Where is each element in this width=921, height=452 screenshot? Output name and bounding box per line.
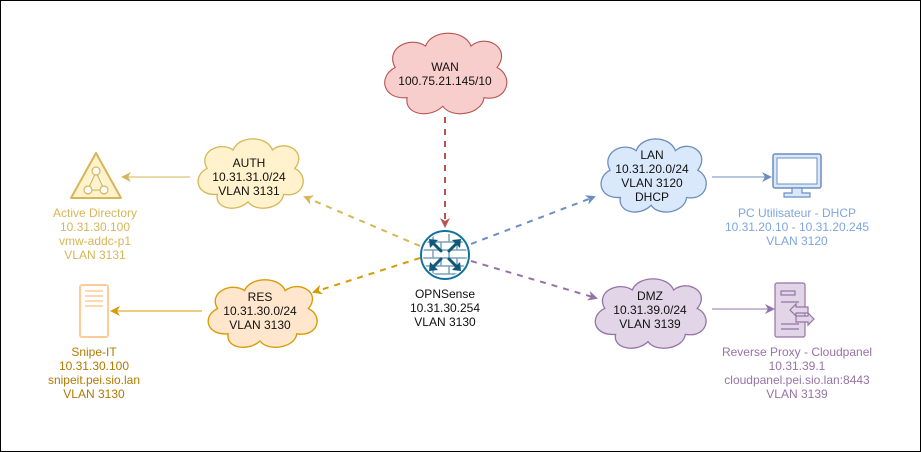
cloud-lan-shape[interactable]	[601, 139, 706, 212]
lan-vlan: VLAN 3120	[621, 176, 683, 190]
cloud-wan-shape[interactable]	[385, 33, 507, 114]
edge-opnsense-dmz[interactable]	[470, 260, 598, 301]
pc-name: PC Utilisateur - DHCP	[737, 206, 857, 220]
lan-cloud[interactable]	[601, 139, 706, 212]
snipe-vlan: VLAN 3130	[63, 387, 125, 401]
active-directory-icon[interactable]	[70, 152, 122, 199]
snipe-name: Snipe-IT	[71, 345, 117, 359]
monitor-icon[interactable]	[772, 153, 822, 198]
active-directory-label: Active Directory 10.31.30.100 vmw-addc-p…	[53, 206, 137, 262]
snipe-ip: 10.31.30.100	[58, 359, 130, 373]
dmz-label: DMZ 10.31.39.0/24 VLAN 3139	[613, 289, 686, 331]
wan-name: WAN	[431, 60, 459, 74]
wan-subnet: 100.75.21.145/10	[398, 74, 492, 88]
ad-hostname: vmw-addc-p1	[58, 234, 132, 248]
proxy-server-icon[interactable]	[774, 282, 815, 338]
res-label: RES 10.31.30.0/24 VLAN 3130	[223, 290, 296, 332]
ad-name: Active Directory	[52, 206, 138, 220]
ad-vlan: VLAN 3131	[64, 248, 126, 262]
snipe-it-label: Snipe-IT 10.31.30.100 snipeit.pei.sio.la…	[48, 345, 140, 401]
cloud-auth-shape[interactable]	[198, 139, 303, 208]
wan-label: WAN 100.75.21.145/10	[398, 60, 491, 88]
res-cloud[interactable]	[208, 280, 317, 347]
edge-opnsense-lan[interactable]	[470, 195, 596, 245]
snipe-hostname: snipeit.pei.sio.lan	[47, 373, 141, 387]
lan-subnet: 10.31.20.0/24	[615, 162, 689, 176]
ad-ip: 10.31.30.100	[59, 220, 131, 234]
edge-opnsense-auth[interactable]	[303, 195, 421, 247]
proxy-ip: 10.31.39.1	[768, 359, 826, 373]
auth-subnet: 10.31.31.0/24	[212, 170, 286, 184]
pc-label: PC Utilisateur - DHCP 10.31.20.10 - 10.3…	[725, 206, 869, 248]
firewall-icon[interactable]	[420, 230, 470, 280]
cloud-dmz-shape[interactable]	[595, 279, 706, 348]
res-subnet: 10.31.30.0/24	[223, 304, 297, 318]
dmz-name: DMZ	[637, 289, 663, 303]
opnsense-label: OPNSense 10.31.30.254 VLAN 3130	[410, 287, 480, 329]
dmz-cloud[interactable]	[595, 279, 706, 348]
proxy-vlan: VLAN 3139	[766, 387, 828, 401]
cloud-res-shape[interactable]	[208, 280, 317, 347]
proxy-hostname: cloudpanel.pei.sio.lan:8443	[724, 373, 870, 387]
auth-label: AUTH 10.31.31.0/24 VLAN 3131	[212, 156, 285, 198]
lan-dhcp: DHCP	[634, 190, 669, 204]
opnsense-vlan: VLAN 3130	[414, 315, 476, 329]
proxy-name: Reverse Proxy - Cloudpanel	[721, 345, 873, 359]
edge-opnsense-res[interactable]	[312, 257, 421, 295]
auth-vlan: VLAN 3131	[218, 184, 280, 198]
dmz-subnet: 10.31.39.0/24	[613, 303, 687, 317]
reverse-proxy-label: Reverse Proxy - Cloudpanel 10.31.39.1 cl…	[722, 345, 872, 401]
res-name: RES	[247, 290, 273, 304]
wan-cloud[interactable]	[385, 33, 507, 114]
opnsense-name: OPNSense	[414, 287, 476, 301]
opnsense-ip: 10.31.30.254	[409, 301, 481, 315]
pc-ip-range: 10.31.20.10 - 10.31.20.245	[724, 220, 870, 234]
res-vlan: VLAN 3130	[229, 318, 291, 332]
lan-name: LAN	[640, 148, 664, 162]
pc-vlan: VLAN 3120	[766, 234, 828, 248]
auth-cloud[interactable]	[198, 139, 303, 208]
lan-label: LAN 10.31.20.0/24 VLAN 3120 DHCP	[615, 148, 688, 204]
server-icon[interactable]	[79, 284, 109, 338]
dmz-vlan: VLAN 3139	[619, 317, 681, 331]
auth-name: AUTH	[232, 156, 266, 170]
